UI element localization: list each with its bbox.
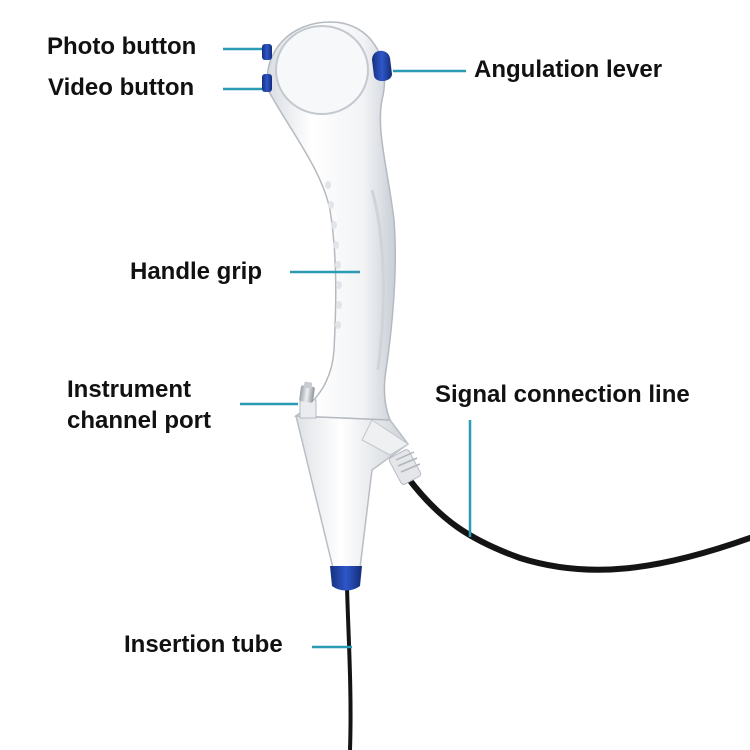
- label-instrument-port-line1: Instrument: [67, 376, 192, 403]
- label-angulation-lever: Angulation lever: [474, 56, 663, 83]
- label-photo-button: Photo button: [47, 33, 197, 60]
- video-button-shape: [262, 74, 272, 92]
- signal-cable: [405, 475, 750, 573]
- label-signal-connection-line: Signal connection line: [435, 381, 690, 408]
- label-handle-grip: Handle grip: [130, 258, 263, 285]
- head-face: [275, 25, 369, 115]
- insertion-tube: [345, 585, 353, 750]
- tube-collar: [330, 566, 362, 591]
- leader-lines: [223, 47, 472, 649]
- instrument-port-shape: [299, 381, 317, 419]
- label-video-button: Video button: [48, 74, 195, 101]
- label-insertion-tube: Insertion tube: [124, 631, 283, 658]
- grip-ridges: [325, 181, 342, 329]
- angulation-lever-shape: [372, 50, 392, 82]
- cable-strain-relief: [388, 449, 422, 485]
- photo-button-shape: [262, 44, 272, 60]
- label-instrument-port-line2: channel port: [67, 407, 212, 434]
